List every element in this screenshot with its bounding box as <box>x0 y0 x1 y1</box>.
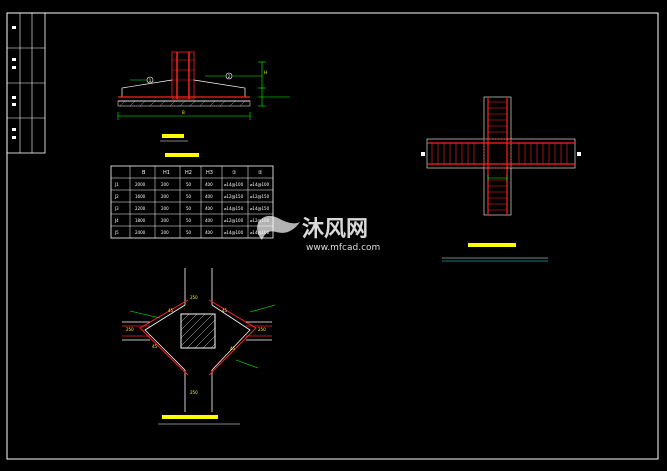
col-header-h1: H1 <box>163 170 170 176</box>
row2-rebar2: ⌀12@150 <box>250 194 270 199</box>
row2-id: J2 <box>114 194 119 199</box>
row5-b: 2400 <box>135 230 146 235</box>
row4-h2: 50 <box>186 218 192 223</box>
row4-b: 1800 <box>135 218 146 223</box>
watermark-logo: 沐风网 www.mfcad.com <box>257 215 380 253</box>
foundation-schedule-table: B H1 H2 H3 ① ② J1 2000 200 50 400 ⌀14@10… <box>110 153 274 239</box>
row2-rebar1: ⌀12@150 <box>224 194 244 199</box>
row3-b: 2200 <box>135 206 146 211</box>
table-row: J3 2200 200 50 400 ⌀14@150 ⌀14@150 <box>114 206 270 211</box>
row4-id: J4 <box>114 218 119 223</box>
row3-h1: 200 <box>161 206 169 211</box>
row4-rebar1: ⌀12@100 <box>224 218 244 223</box>
callout-2-label: 2 <box>228 74 231 79</box>
table-row: J5 2400 200 50 400 ⌀14@100 ⌀14@100 <box>114 230 270 235</box>
col-header-rebar2: ② <box>258 170 263 176</box>
foundation-section-detail: 1 2 H B <box>117 51 290 142</box>
watermark-brand: 沐风网 <box>302 217 368 242</box>
row3-rebar2: ⌀14@150 <box>250 206 270 211</box>
row1-rebar2: ⌀14@100 <box>250 182 270 187</box>
row3-h2: 50 <box>186 206 192 211</box>
table-row: J2 1600 200 50 400 ⌀12@150 ⌀12@150 <box>114 194 270 199</box>
row4-rebar2: ⌀12@100 <box>250 218 270 223</box>
row3-rebar1: ⌀14@150 <box>224 206 244 211</box>
angle-top-left: 45 <box>168 308 174 313</box>
col-header-b: B <box>142 170 146 176</box>
row1-rebar1: ⌀14@100 <box>224 182 244 187</box>
col-header-rebar1: ① <box>232 170 237 176</box>
row1-h3: 400 <box>205 182 213 187</box>
row4-h3: 400 <box>205 218 213 223</box>
row2-h3: 400 <box>205 194 213 199</box>
dim-top-1: 250 <box>190 295 198 300</box>
table-row: J4 1800 200 50 400 ⌀12@100 ⌀12@100 <box>114 218 270 223</box>
row5-id: J5 <box>114 230 119 235</box>
dim-right-1: 250 <box>258 327 266 332</box>
section-title-mark <box>162 134 184 138</box>
row2-h1: 200 <box>161 194 169 199</box>
table-row: J1 2000 200 50 400 ⌀14@100 ⌀14@100 <box>114 182 270 187</box>
row1-id: J1 <box>114 182 119 187</box>
watermark-url: www.mfcad.com <box>306 243 380 253</box>
dim-h-label: H <box>264 70 267 75</box>
cross-title-mark <box>468 243 516 247</box>
dim-left-1: 250 <box>126 327 134 332</box>
crossing-title-mark <box>162 415 218 419</box>
callout-1-label: 1 <box>149 78 152 83</box>
dim-bottom-1: 250 <box>190 390 198 395</box>
row5-h1: 200 <box>161 230 169 235</box>
row1-h2: 50 <box>186 182 192 187</box>
dim-b-label: B <box>182 110 185 115</box>
drawing-frame <box>6 12 659 460</box>
column-beam-crossing-plan: 250 250 250 250 45 45 45 45 <box>122 268 276 425</box>
row4-h1: 200 <box>161 218 169 223</box>
beam-cross-intersection-detail <box>421 96 581 262</box>
row5-rebar1: ⌀14@100 <box>224 230 244 235</box>
row2-b: 1600 <box>135 194 146 199</box>
row5-h3: 400 <box>205 230 213 235</box>
row2-h2: 50 <box>186 194 192 199</box>
table-title-mark <box>165 153 199 157</box>
row1-h1: 200 <box>161 182 169 187</box>
col-header-h2: H2 <box>185 170 192 176</box>
angle-top-right: 45 <box>222 308 228 313</box>
row5-h2: 50 <box>186 230 192 235</box>
angle-right: 45 <box>230 346 236 351</box>
row3-id: J3 <box>114 206 119 211</box>
col-header-h3: H3 <box>206 170 213 176</box>
row3-h3: 400 <box>205 206 213 211</box>
angle-left: 45 <box>152 344 158 349</box>
row1-b: 2000 <box>135 182 146 187</box>
